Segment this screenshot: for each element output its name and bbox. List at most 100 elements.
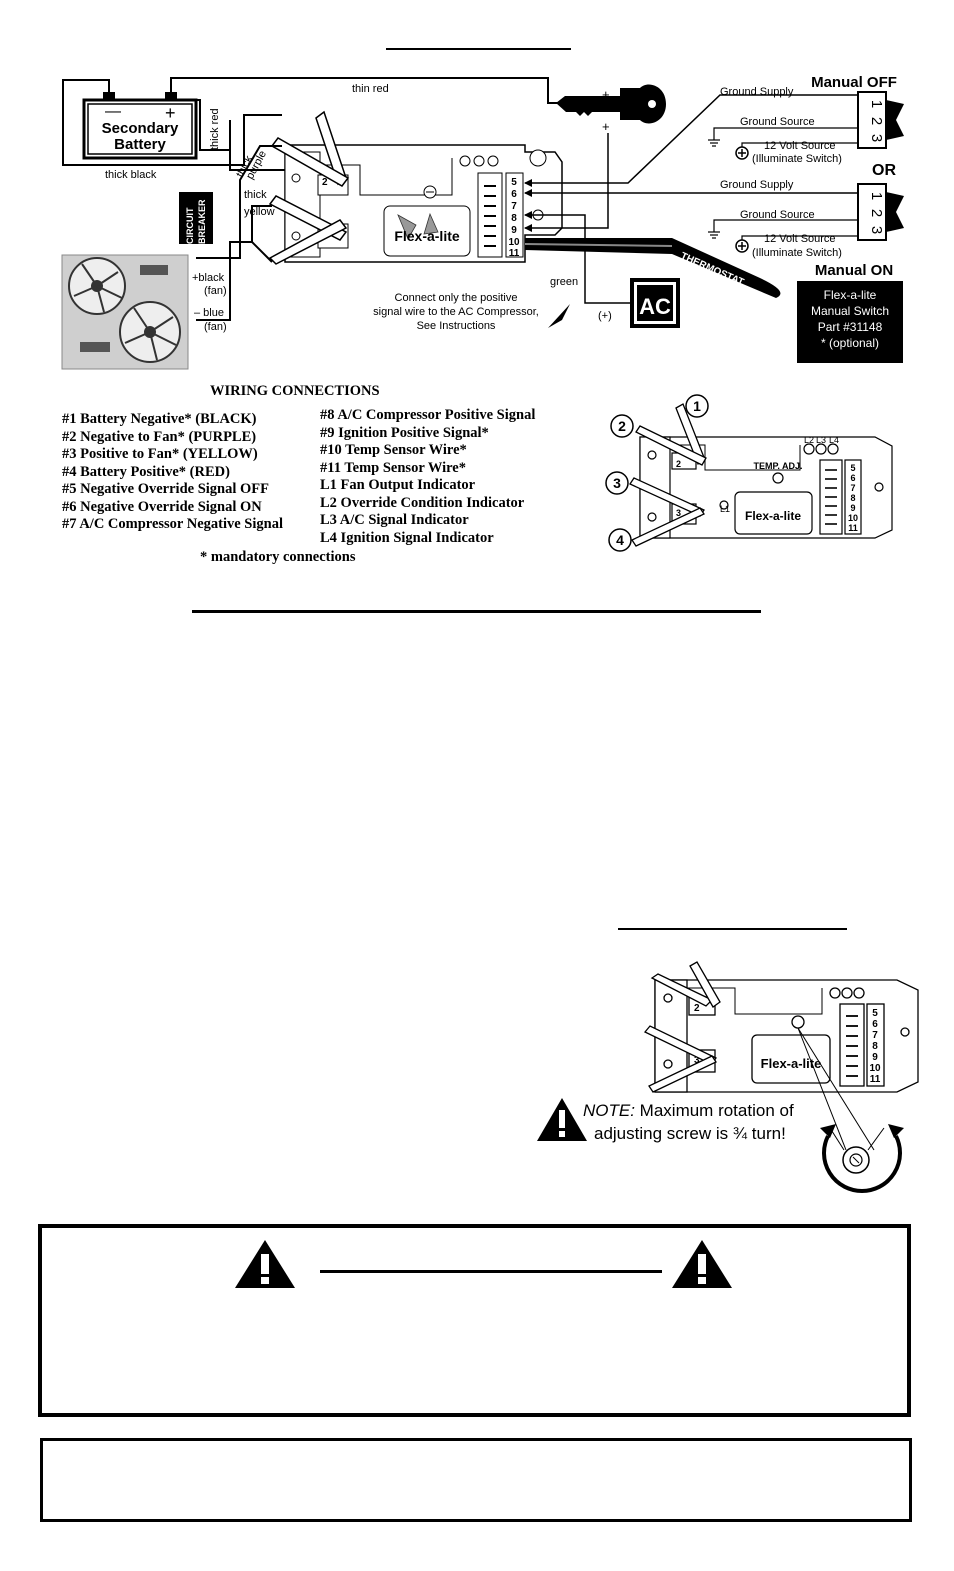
battery-minus: — [105, 103, 121, 120]
warning-icon-right [672, 1240, 732, 1288]
wiring-item-l4: L4 Ignition Signal Indicator [320, 529, 494, 546]
label-black-fan-2: (fan) [204, 285, 227, 297]
wiring-right-column: #8 A/C Compressor Positive Signal #9 Ign… [320, 407, 535, 547]
ac-label: AC [639, 294, 671, 319]
adjust-pin-3: 3 [694, 1055, 700, 1066]
battery-line1: Secondary [102, 120, 179, 137]
key-plus-bottom: + [602, 119, 610, 134]
fan-wires [196, 145, 282, 321]
switch-box-line2: Manual Switch [811, 304, 889, 318]
terminal-5: 5 [511, 177, 517, 188]
secondary-battery: — + Secondary Battery [82, 92, 198, 160]
or-label: OR [872, 162, 896, 179]
terminal-wires [525, 94, 858, 304]
wiring-left-column: #1 Battery Negative* (BLACK) #2 Negative… [62, 411, 283, 534]
battery-line2: Battery [114, 136, 166, 153]
note-line1: NOTE: Maximum rotation of [583, 1101, 794, 1120]
note-prefix: NOTE: [583, 1101, 635, 1120]
spade-connectors [268, 110, 350, 265]
adjust-terminal-9: 9 [872, 1052, 878, 1063]
callout-1: 1 [693, 398, 701, 414]
callout-3: 3 [613, 475, 621, 491]
small-led-l2: L2 [804, 435, 814, 445]
ac-note-line3: See Instructions [417, 320, 496, 332]
small-terminal-10: 10 [848, 513, 858, 523]
wiring-item-10: #10 Temp Sensor Wire* [320, 442, 467, 458]
callout-2: 2 [618, 418, 626, 434]
note-warning-icon [537, 1098, 587, 1141]
switch-box-line1: Flex-a-lite [824, 288, 877, 302]
on-ground-source: Ground Source [740, 209, 815, 221]
small-terminal-8: 8 [850, 493, 855, 503]
warning-icon-left [235, 1240, 295, 1288]
main-wiring-diagram: — + Secondary Battery thin red thick red… [61, 74, 904, 370]
small-terminal-7: 7 [850, 483, 855, 493]
terminal-8: 8 [511, 213, 517, 224]
terminal-9: 9 [511, 225, 517, 236]
small-pin-3: 3 [676, 508, 681, 518]
adjust-terminal-6: 6 [872, 1019, 878, 1030]
wiring-item-1: #1 Battery Negative* (BLACK) [62, 411, 257, 427]
callout-4: 4 [616, 532, 624, 548]
wiring-title: WIRING CONNECTIONS [210, 383, 380, 399]
ignition-key-icon [556, 84, 666, 124]
terminal-6: 6 [511, 189, 517, 200]
section-rule [192, 610, 761, 613]
ac-note-line2: signal wire to the AC Compressor, [373, 306, 539, 318]
small-terminal-5: 5 [850, 463, 855, 473]
on-ground-supply: Ground Supply [720, 179, 794, 191]
switch-off-pin2: 2 [868, 117, 885, 125]
switch-off-pin1: 1 [868, 100, 885, 108]
note-line2: adjusting screw is ¾ turn! [594, 1124, 786, 1143]
label-black-fan-1: +black [192, 272, 225, 284]
adjust-terminal-11: 11 [870, 1074, 881, 1085]
terminal-arrows [524, 179, 532, 232]
wiring-item-5: #5 Negative Override Signal OFF [62, 481, 269, 497]
adjust-terminal-7: 7 [872, 1030, 878, 1041]
small-temp-adj: TEMP. ADJ. [753, 461, 802, 471]
adjust-terminal-5: 5 [872, 1008, 878, 1019]
control-module: 2 3 Flex-a-lite 5 6 7 8 9 10 11 [284, 144, 563, 263]
label-blue-fan-1: – blue [194, 307, 224, 319]
wiring-item-9: #9 Ignition Positive Signal* [320, 424, 489, 441]
adjust-terminal-10: 10 [869, 1063, 881, 1074]
wiring-item-7: #7 A/C Compressor Negative Signal [62, 516, 283, 532]
small-led-l3: L3 [816, 435, 826, 445]
small-terminal-6: 6 [850, 473, 855, 483]
manual-switch-box: Flex-a-lite Manual Switch Part #31148 * … [797, 281, 903, 363]
small-terminal-9: 9 [850, 503, 855, 513]
switch-off: 1 2 3 [857, 91, 904, 149]
top-heading-rule [386, 48, 571, 50]
on-volt-source: 12 Volt Source [764, 233, 836, 245]
dual-fan-image [61, 254, 189, 370]
small-led-l4: L4 [829, 435, 839, 445]
small-terminal-11: 11 [848, 523, 858, 533]
note-line1-text: Maximum rotation of [635, 1101, 794, 1120]
wiring-item-11: #11 Temp Sensor Wire* [320, 459, 466, 476]
terminal-10: 10 [508, 237, 520, 248]
off-ground-source: Ground Source [740, 116, 815, 128]
wiring-item-8: #8 A/C Compressor Positive Signal [320, 407, 536, 423]
ac-note-line1: Connect only the positive [395, 292, 518, 304]
wiring-item-3: #3 Positive to Fan* (YELLOW) [62, 446, 258, 462]
switch-on-pin1: 1 [868, 192, 885, 200]
mandatory-footnote: * mandatory connections [200, 549, 356, 565]
label-thick-yellow-1: thick [244, 189, 267, 201]
small-l1: L1 [720, 504, 730, 514]
breaker-line1: CIRCUIT [185, 207, 195, 244]
wiring-item-6: #6 Negative Override Signal ON [62, 498, 262, 515]
small-pin-2: 2 [676, 459, 681, 469]
label-thick-black: thick black [105, 169, 157, 181]
warning-box [38, 1224, 911, 1417]
off-volt-source: 12 Volt Source [764, 140, 836, 152]
switch-box-line4: * (optional) [821, 336, 879, 350]
circuit-breaker: CIRCUIT BREAKER [179, 192, 213, 244]
adjust-pin-2: 2 [694, 1003, 700, 1014]
off-illuminate: (Illuminate Switch) [752, 153, 842, 165]
label-plus-signal: (+) [598, 310, 612, 322]
label-green: green [550, 276, 578, 288]
terminal-11: 11 [509, 248, 520, 259]
adjust-logo: Flex-a-lite [761, 1056, 822, 1071]
label-blue-fan-2: (fan) [204, 321, 227, 333]
switch-on: 1 2 3 [857, 183, 904, 241]
